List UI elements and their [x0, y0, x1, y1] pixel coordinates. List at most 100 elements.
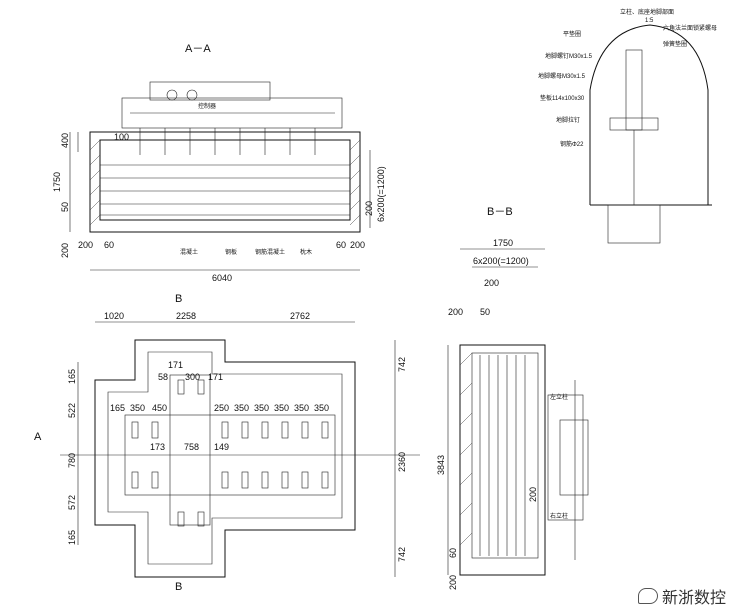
- side-pit-inner: [471, 352, 539, 559]
- side-wall-hatch: [459, 352, 473, 546]
- machine-outline: [121, 97, 343, 129]
- dim-60-right: 60: [336, 240, 346, 250]
- dim-2360: 2360: [397, 452, 407, 472]
- label-control: 控制器: [198, 102, 216, 110]
- dim-250: 250: [214, 403, 229, 413]
- label-hex-nut: 六角法兰面锁紧螺母: [663, 24, 717, 32]
- dim-350a: 350: [130, 403, 145, 413]
- detail-outline: [589, 24, 709, 205]
- plan-column-footprint: [169, 374, 211, 526]
- dim-171a: 171: [168, 360, 183, 370]
- dim-200-side: 200: [364, 201, 374, 216]
- pit-outer: [89, 131, 361, 233]
- dim-300: 300: [185, 372, 200, 382]
- plan-outer-outline: [94, 339, 356, 578]
- side-dim-50: 50: [480, 307, 490, 317]
- dim-1750: 1750: [52, 172, 62, 192]
- side-view-bb: 左立柱 右立柱 1750 6x200(=1200) 200 200 50 384…: [436, 238, 589, 590]
- side-dim-200-left: 200: [448, 307, 463, 317]
- dim-165-top: 165: [67, 369, 77, 384]
- side-layers: [479, 355, 526, 556]
- dim-400: 400: [60, 133, 70, 148]
- side-dim-200-mid: 200: [528, 487, 538, 502]
- section-b-top: B: [175, 293, 182, 305]
- side-pit-outer: [459, 344, 546, 576]
- label-right-col: 右立柱: [550, 512, 568, 520]
- section-a-left: A: [34, 431, 42, 443]
- wechat-icon: [637, 588, 658, 604]
- dim-50: 50: [60, 202, 70, 212]
- dim-1020: 1020: [104, 311, 124, 321]
- dim-58: 58: [158, 372, 168, 382]
- label-spring: 弹簧垫圈: [663, 40, 687, 48]
- dim-2258: 2258: [176, 311, 196, 321]
- dim-350b: 350: [234, 403, 249, 413]
- label-concrete: 混凝土: [180, 248, 198, 256]
- detail-base: [607, 204, 661, 244]
- dim-742-top: 742: [397, 357, 407, 372]
- side-machine-column: [559, 419, 589, 496]
- dim-742-bottom: 742: [397, 547, 407, 562]
- dim-split: 6x200(=1200): [376, 166, 386, 222]
- dim-350c: 350: [254, 403, 269, 413]
- dim-200-right: 200: [350, 240, 365, 250]
- label-anchor: 地脚拉钉: [556, 116, 580, 124]
- section-aa-title: A－A: [185, 43, 211, 55]
- dim-572: 572: [67, 495, 77, 510]
- label-sleeper: 枕木: [300, 248, 312, 256]
- side-dim-3843: 3843: [436, 455, 446, 475]
- dim-200-left-vert: 200: [60, 243, 70, 258]
- pit-inner: [99, 139, 351, 221]
- machine-head: [149, 81, 271, 101]
- machine-wheel-left: [166, 89, 178, 101]
- side-dim-1750: 1750: [493, 238, 513, 248]
- side-dim-200-bottom: 200: [448, 575, 458, 590]
- label-rebar: 钢筋混凝土: [255, 248, 285, 256]
- dim-200-left: 200: [78, 240, 93, 250]
- detail-title: 立柱、底座地脚部面: [620, 8, 674, 16]
- label-left-col: 左立柱: [550, 393, 568, 401]
- side-dim-60: 60: [448, 548, 458, 558]
- anchor-bolts: [139, 128, 316, 155]
- section-aa-view: A－A: [52, 43, 386, 283]
- side-dim-split: 6x200(=1200): [473, 256, 529, 266]
- label-bar: 钢筋Φ22: [560, 140, 584, 148]
- pit-wall-hatch: [89, 139, 361, 226]
- dim-522-top: 522: [67, 403, 77, 418]
- pit-layers: [100, 164, 350, 216]
- dim-165x: 165: [110, 403, 125, 413]
- dim-350f: 350: [314, 403, 329, 413]
- anchor-detail-view: 立柱、底座地脚部面 1:5 平垫圈 地脚螺钉M30x1.5 地脚螺母M30x1.…: [487, 8, 717, 244]
- watermark-text: 新浙数控: [661, 588, 726, 607]
- dim-60-left: 60: [104, 240, 114, 250]
- label-nut: 地脚螺母M30x1.5: [538, 72, 586, 80]
- detail-scale: 1:5: [645, 18, 654, 24]
- label-washer: 垫板114x100x30: [540, 94, 585, 102]
- section-bb-title: B－B: [487, 206, 513, 218]
- plan-view: B B A 1020 2258 2762 742 2360 742: [34, 293, 420, 593]
- dim-165-bottom: 165: [67, 530, 77, 545]
- dim-450: 450: [152, 403, 167, 413]
- plan-bolts: [131, 379, 329, 527]
- dim-780: 780: [67, 453, 77, 468]
- label-flat-washer: 平垫圈: [563, 30, 581, 38]
- dim-350e: 350: [294, 403, 309, 413]
- label-steel: 钢板: [225, 248, 237, 256]
- dim-149: 149: [214, 442, 229, 452]
- plan-inner-outline: [107, 351, 343, 565]
- dim-171b: 171: [208, 372, 223, 382]
- detail-plate: [609, 117, 659, 131]
- dim-350d: 350: [274, 403, 289, 413]
- side-machine-body: [547, 394, 584, 521]
- label-nut-top: 地脚螺钉M30x1.5: [545, 52, 593, 60]
- dim-6040: 6040: [212, 273, 232, 283]
- dim-173: 173: [150, 442, 165, 452]
- dim-758: 758: [184, 442, 199, 452]
- section-b-bottom: B: [175, 581, 182, 593]
- side-dim-200-top: 200: [484, 278, 499, 288]
- watermark: 新浙数控: [637, 584, 726, 608]
- machine-wheel-mid: [186, 89, 198, 101]
- dim-2762: 2762: [290, 311, 310, 321]
- dim-100: 100: [114, 132, 129, 142]
